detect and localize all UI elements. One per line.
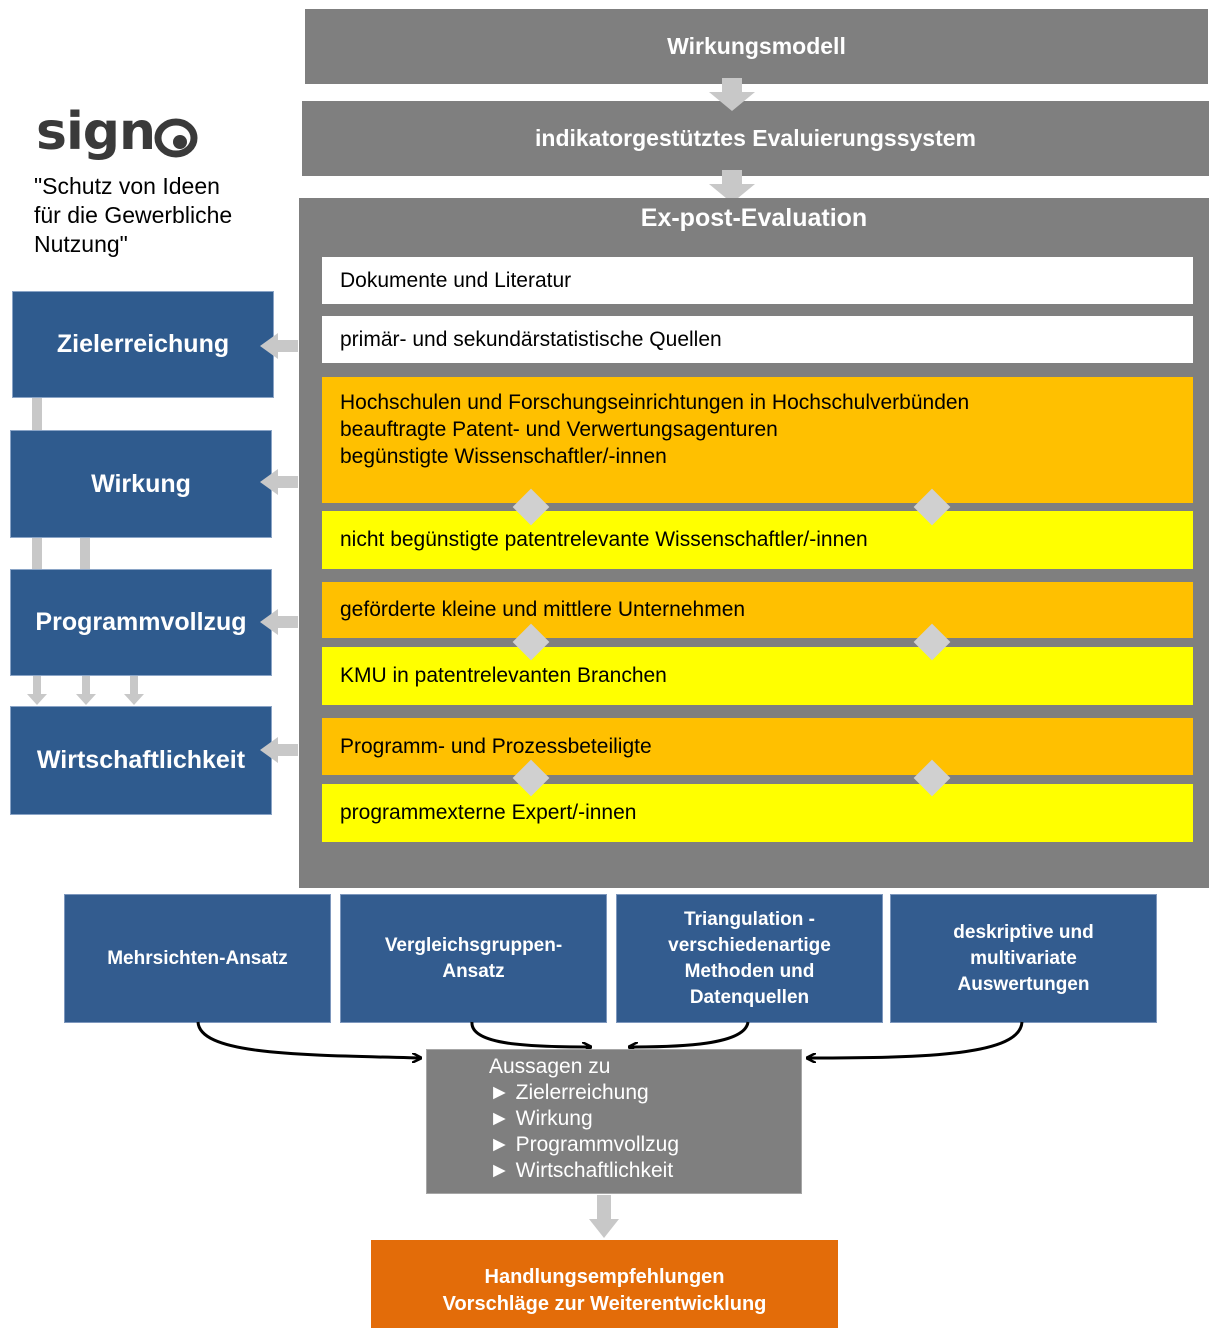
method-line: Triangulation - [684,908,815,930]
wirkungsmodell-label: Wirkungsmodell [667,33,846,59]
method-connectors [196,1021,1024,1090]
method-box: Mehrsichten-Ansatz [64,894,331,1023]
evaluierungssystem-bar: indikatorgestütztes Evaluierungssystem [302,101,1209,176]
method-line: Vergleichsgruppen- [384,934,563,956]
arrow-left-icon [260,609,298,635]
comparison-group-label: nicht begünstigte patentrelevante Wissen… [340,528,868,551]
arrow-left-icon [260,737,298,763]
method-line: Auswertungen [957,973,1090,995]
logo-o-icon [154,118,198,158]
logo-text: sign [36,102,156,162]
target-group-label: Programm- und Prozessbeteiligte [340,734,652,758]
arrow-down-icon [124,676,144,705]
target-group-line: Hochschulen und Forschungseinrichtungen … [340,391,970,414]
comparison-group-label: KMU in patentrelevanten Branchen [340,664,667,687]
method-line: deskriptive und [953,921,1094,943]
evaluierungssystem-label: indikatorgestütztes Evaluierungssystem [535,125,976,151]
statements-box: Aussagen zu ► Zielerreichung ► Wirkung ►… [426,1049,802,1194]
criterion-label: Zielerreichung [56,330,230,358]
arrow-down-icon [709,170,755,203]
target-group-line: begünstigte Wissenschaftler/-innen [340,445,667,468]
source-label: primär- und sekundärstatistische Quellen [340,327,722,351]
method-line: Mehrsichten-Ansatz [107,947,288,969]
arrow-down-icon [709,78,755,111]
method-line: Datenquellen [689,986,810,1008]
caption-line: Nutzung" [34,231,128,257]
method-line: Methoden und [684,960,815,982]
source-label: Dokumente und Literatur [340,268,572,292]
criterion-wirkung: Wirkung [10,430,272,538]
criterion-wirtschaftlichkeit: Wirtschaftlichkeit [10,706,272,815]
statement-item: ► Programmvollzug [489,1133,680,1156]
statement-item: ► Wirtschaftlichkeit [489,1159,674,1182]
method-line: Ansatz [442,960,505,982]
criterion-label: Wirkung [91,469,191,498]
arrow-left-icon [260,469,298,495]
caption-line: "Schutz von Ideen [34,173,220,199]
method-box: Vergleichsgruppen- Ansatz [340,894,607,1023]
method-box: Triangulation - verschiedenartige Method… [616,894,883,1023]
connector-line [32,537,42,569]
criterion-label: Programmvollzug [35,608,247,636]
target-group-row: Programm- und Prozessbeteiligte [322,718,1193,775]
source-row: primär- und sekundärstatistische Quellen [322,316,1193,363]
recommendation-line: Handlungsempfehlungen [484,1266,725,1288]
arrow-down-icon [76,676,96,705]
method-line: multivariate [970,947,1077,969]
recommendation-line: Vorschläge zur Weiterentwicklung [442,1293,767,1315]
target-group-line: beauftragte Patent- und Verwertungsagent… [340,418,778,441]
recommendations-box: Handlungsempfehlungen Vorschläge zur Wei… [371,1240,838,1328]
method-box: deskriptive und multivariate Auswertunge… [890,894,1157,1023]
logo-caption: "Schutz von Ideen für die Gewerbliche Nu… [34,172,294,259]
wirkungsmodell-bar: Wirkungsmodell [305,9,1208,84]
comparison-group-row: nicht begünstigte patentrelevante Wissen… [322,511,1193,569]
caption-line: für die Gewerbliche [34,202,233,228]
method-line: verschiedenartige [668,934,831,956]
connector-line [32,397,42,430]
statements-title: Aussagen zu [489,1055,611,1078]
statement-item: ► Wirkung [489,1107,593,1130]
arrow-down-icon [589,1195,619,1238]
connector-line [80,537,90,569]
evaluation-title: Ex-post-Evaluation [640,204,868,232]
criterion-label: Wirtschaftlichkeit [36,746,246,774]
target-group-label: geförderte kleine und mittlere Unternehm… [340,598,746,621]
statement-item: ► Zielerreichung [489,1081,649,1104]
criterion-zielerreichung: Zielerreichung [12,291,274,398]
target-group-row: Hochschulen und Forschungseinrichtungen … [322,377,1193,503]
signo-logo: sign [36,102,206,162]
arrow-down-icon [27,676,47,705]
comparison-group-label: programmexterne Expert/-innen [340,801,637,824]
source-row: Dokumente und Literatur [322,257,1193,304]
comparison-group-row: KMU in patentrelevanten Branchen [322,647,1193,705]
comparison-group-row: programmexterne Expert/-innen [322,784,1193,842]
criterion-programmvollzug: Programmvollzug [10,569,272,676]
target-group-row: geförderte kleine und mittlere Unternehm… [322,582,1193,638]
arrow-left-icon [260,333,298,359]
